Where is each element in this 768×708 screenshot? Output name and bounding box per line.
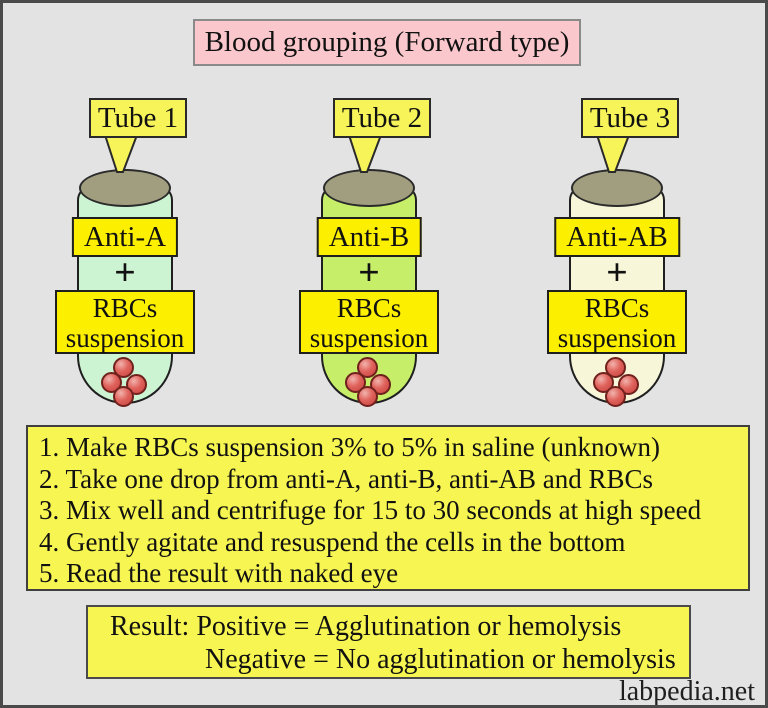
tube-2-group: Tube 2 Anti-B + RBCs suspension [247,3,491,418]
tube-1-group: Tube 1 Anti-A + RBCs suspension [3,3,247,418]
tube-1-sample-label: RBCs suspension [55,290,195,354]
rbc-cell-icon [605,386,626,407]
rbc-cell-icon [113,386,134,407]
procedure-step: 3. Mix well and centrifuge for 15 to 30 … [39,495,702,525]
tube-1-label: Tube 1 [89,98,187,138]
tube-cap-icon [79,169,171,207]
rbc-cell-icon [113,357,134,378]
procedure-step: 4. Gently agitate and resuspend the cell… [39,526,626,557]
diagram-title: Blood grouping (Forward type) [193,19,581,66]
watermark: labpedia.net [618,676,755,707]
tube-1-reagent-label: Anti-A [71,217,179,257]
tube-cap-icon [571,169,663,207]
callout-pointer-icon [596,135,630,173]
tube-cap-icon [323,169,415,207]
tube-3-label: Tube 3 [581,98,679,138]
sample-line-1: RBCs [92,293,158,323]
result-panel: Result: Positive = Agglutination or hemo… [86,605,691,679]
tube-2-label: Tube 2 [333,98,431,138]
rbc-cell-icon [605,357,626,378]
result-positive-line: Result: Positive = Agglutination or hemo… [110,611,622,642]
rbc-cell-icon [357,386,378,407]
plus-operator: + [114,252,136,294]
sample-line-2: suspension [557,323,677,353]
sample-line-1: RBCs [584,293,650,323]
sample-line-2: suspension [65,323,185,353]
tube-3-group: Tube 3 Anti-AB + RBCs suspension [495,3,739,418]
callout-pointer-icon [348,135,382,173]
tube-3-sample-label: RBCs suspension [547,290,687,354]
callout-pointer-icon [104,135,138,173]
procedure-step: 5. Read the result with naked eye [39,558,399,588]
tube-2-sample-label: RBCs suspension [299,290,439,354]
procedure-step: 2. Take one drop from anti-A, anti-B, an… [39,463,654,494]
rbc-cell-icon [357,357,378,378]
result-negative-line: Negative = No agglutination or hemolysis [205,644,676,675]
procedure-panel: 1. Make RBCs suspension 3% to 5% in sali… [26,425,750,591]
plus-operator: + [606,252,628,294]
sample-line-2: suspension [309,323,429,353]
sample-line-1: RBCs [336,293,402,323]
tube-2-reagent-label: Anti-B [316,217,422,257]
plus-operator: + [358,252,380,294]
procedure-step: 1. Make RBCs suspension 3% to 5% in sali… [39,432,660,462]
tube-3-reagent-label: Anti-AB [554,217,680,257]
